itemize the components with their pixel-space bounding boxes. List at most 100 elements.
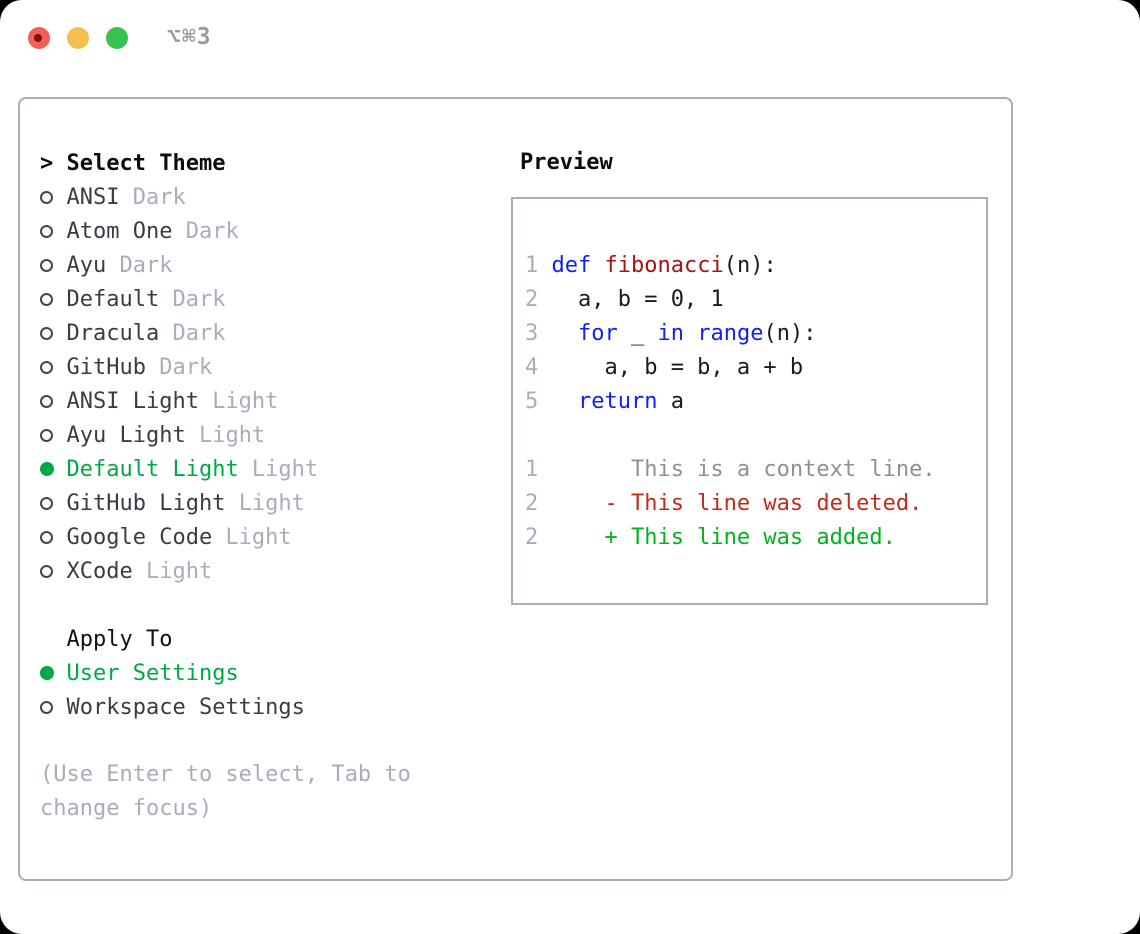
option-label: User Settings — [66, 660, 239, 686]
option-label: XCode — [66, 558, 133, 584]
option-variant-label: Dark — [132, 184, 186, 210]
radio-icon — [40, 258, 53, 272]
token-plain — [684, 321, 697, 346]
option-variant-label: Dark — [159, 354, 213, 380]
option-variant-label: Light — [198, 422, 266, 448]
token-keyword: def — [551, 253, 592, 278]
line-number: 5 — [525, 389, 539, 414]
radio-icon — [40, 190, 53, 204]
radio-cell — [40, 428, 67, 442]
radio-cell — [40, 496, 67, 510]
line-number: 4 — [525, 355, 539, 380]
option-label: Ayu — [66, 252, 107, 278]
code-line: 5 return a — [525, 385, 986, 419]
close-button[interactable] — [28, 27, 50, 49]
radio-icon — [40, 564, 53, 578]
spacer — [40, 588, 480, 622]
theme-option-google-code[interactable]: Google Code Light — [40, 520, 480, 554]
radio-icon — [40, 292, 53, 306]
minimize-button[interactable] — [67, 27, 89, 49]
code-text: This is a context line. — [551, 453, 936, 487]
code-text: return a — [551, 385, 684, 419]
radio-cell — [40, 224, 67, 238]
token-plain: a — [657, 389, 684, 414]
titlebar: ⌥⌘3 — [0, 0, 1140, 76]
token-keyword: for — [577, 321, 618, 346]
diff-line: 2 + This line was added. — [525, 521, 986, 555]
apply-option-workspace-settings[interactable]: Workspace Settings — [40, 690, 480, 724]
radio-cell — [40, 530, 67, 544]
option-variant-label: Dark — [119, 252, 173, 278]
code-line: 4 a, b = b, a + b — [525, 351, 986, 385]
token-plain: (n): — [723, 253, 777, 278]
radio-cell — [40, 190, 67, 204]
radio-icon — [40, 360, 53, 374]
radio-cell — [40, 700, 67, 714]
line-number: 2 — [525, 525, 539, 550]
code-text: - This line was deleted. — [551, 487, 922, 521]
code-line: 3 for _ in range(n): — [525, 317, 986, 351]
line-number: 2 — [525, 287, 539, 312]
option-label: GitHub — [66, 354, 146, 380]
token-plain — [551, 389, 578, 414]
theme-option-ayu[interactable]: Ayu Dark — [40, 248, 480, 282]
option-variant-label: Light — [238, 490, 305, 516]
option-label: Atom One — [66, 218, 173, 244]
diff-line: 2 - This line was deleted. — [525, 487, 986, 521]
radio-filled-icon — [40, 462, 54, 476]
zoom-button[interactable] — [106, 27, 128, 49]
theme-option-github[interactable]: GitHub Dark — [40, 350, 480, 384]
radio-cell — [40, 360, 67, 374]
theme-option-ansi[interactable]: ANSI Dark — [40, 180, 480, 214]
token-deleted: - This line was deleted. — [551, 491, 923, 516]
radio-icon — [40, 496, 53, 510]
line-number: 3 — [525, 321, 539, 346]
radio-cell — [40, 258, 67, 272]
preview-title: Preview — [520, 150, 613, 175]
radio-filled-icon — [40, 666, 54, 680]
token-function: fibonacci — [604, 253, 724, 278]
line-number: 1 — [525, 253, 539, 278]
spacer — [40, 724, 480, 758]
token-plain: _ — [617, 321, 658, 346]
code-text: a, b = b, a + b — [551, 351, 803, 385]
radio-selected-cell — [40, 462, 67, 476]
option-label: GitHub Light — [66, 490, 226, 516]
spacer — [525, 419, 986, 453]
option-variant-label: Light — [225, 524, 292, 550]
modified-dot-icon — [34, 34, 42, 42]
radio-icon — [40, 224, 53, 238]
code-text: a, b = 0, 1 — [551, 283, 724, 317]
preview-column: Preview 1 def fibonacci(n): 2 a, b = 0, 1 3… — [502, 146, 988, 605]
radio-selected-cell — [40, 666, 67, 680]
code-text: + This line was added. — [551, 521, 895, 555]
token-keyword: range — [697, 321, 764, 346]
option-label: ANSI — [66, 184, 120, 210]
radio-icon — [40, 700, 53, 714]
token-plain: a, b = 0, 1 — [551, 287, 724, 312]
radio-cell — [40, 394, 67, 408]
preview-code-box: 1 def fibonacci(n): 2 a, b = 0, 1 3 for _ i… — [511, 197, 988, 605]
option-label: Workspace Settings — [66, 694, 305, 720]
apply-to-title: Apply To — [66, 626, 173, 652]
code-line: 1 def fibonacci(n): — [525, 249, 986, 283]
prompt-caret-icon: > — [40, 150, 54, 176]
theme-option-github-light[interactable]: GitHub Light Light — [40, 486, 480, 520]
token-plain — [591, 253, 604, 278]
radio-cell — [40, 326, 67, 340]
option-variant-label: Dark — [172, 320, 226, 346]
help-hint: (Use Enter to select, Tab to change focu… — [40, 762, 411, 821]
option-label: Google Code — [66, 524, 213, 550]
apply-option-user-settings[interactable]: User Settings — [40, 656, 480, 690]
token-keyword: in — [657, 321, 684, 346]
